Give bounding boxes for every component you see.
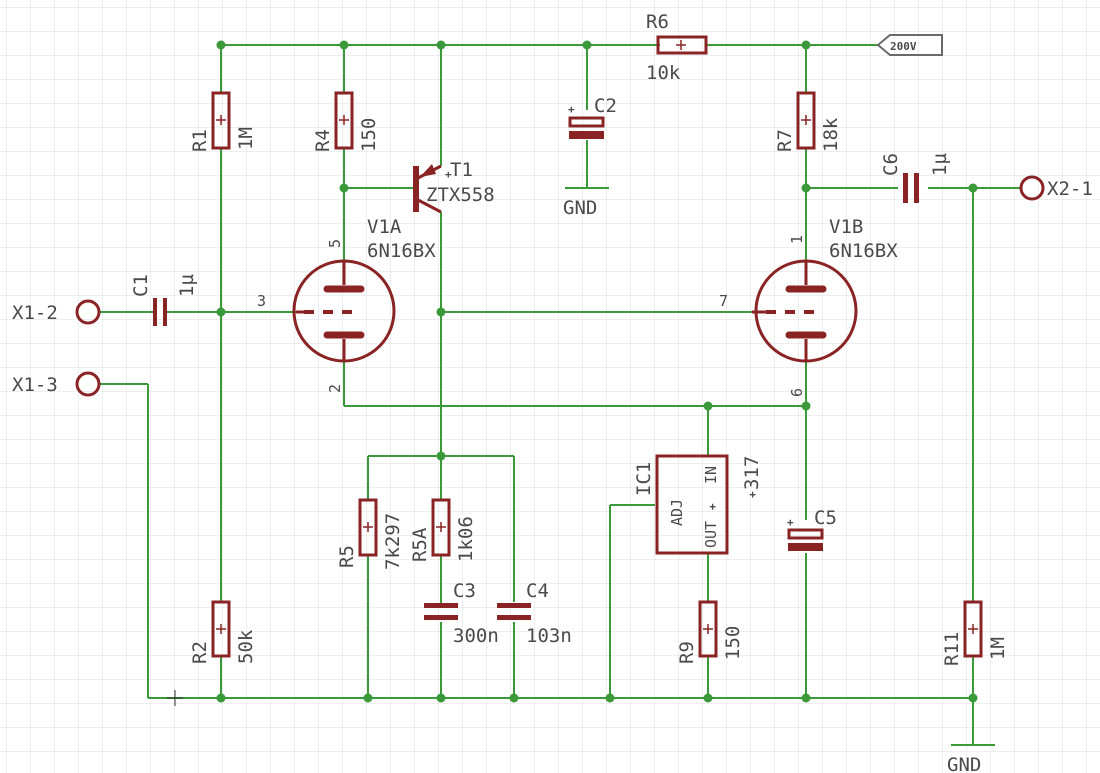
- c6-value: 1µ: [929, 153, 951, 176]
- resistor-r11[interactable]: R11 1M: [941, 600, 1009, 666]
- capacitor-c3[interactable]: C3 300n: [424, 580, 499, 647]
- resistor-r1[interactable]: R1 1M: [189, 91, 257, 152]
- r9-value: 150: [722, 626, 744, 660]
- supply-label-200v: 200V: [876, 34, 943, 56]
- v1a-pin-anode: 5: [326, 239, 344, 248]
- c4-value: 103n: [526, 625, 572, 647]
- ground-symbol-bottom: GND: [947, 744, 995, 773]
- capacitor-c4[interactable]: C4 103n: [497, 580, 572, 647]
- capacitor-c1[interactable]: C1 1µ: [130, 274, 198, 326]
- connector-x1-3[interactable]: X1-3: [12, 371, 101, 397]
- c5-label: C5: [814, 507, 837, 529]
- c3-label: C3: [453, 580, 476, 602]
- connector-x1-2[interactable]: X1-2: [12, 299, 101, 325]
- r5-value: 7k297: [382, 513, 404, 570]
- capacitor-c2[interactable]: + C2: [568, 95, 617, 139]
- v1a-pin-cathode: 2: [326, 384, 344, 393]
- ic1-pin-in: IN: [702, 466, 720, 484]
- r6-label: R6: [646, 11, 669, 33]
- v1a-label: V1A: [367, 216, 402, 238]
- capacitor-c5[interactable]: + C5: [787, 507, 837, 551]
- c6-label: C6: [880, 153, 902, 176]
- svg-text:+: +: [787, 516, 794, 529]
- junction-dots: [216, 40, 978, 703]
- ground-label-top: GND: [563, 197, 597, 219]
- ground-symbol-c2: GND: [563, 197, 597, 219]
- ic1-pin-adj: ADJ: [668, 499, 686, 526]
- ic1-value: 317: [741, 456, 763, 490]
- resistor-r4[interactable]: R4 150: [312, 91, 380, 152]
- cursor-crosshair: [167, 690, 183, 706]
- x1-3-label: X1-3: [12, 374, 58, 396]
- resistor-r5[interactable]: R5 7k297: [336, 498, 404, 570]
- tube-v1b[interactable]: V1B 6N16BX 1 7 6: [719, 216, 898, 397]
- r11-label: R11: [941, 632, 963, 666]
- r4-value: 150: [358, 118, 380, 152]
- c4-label: C4: [526, 580, 549, 602]
- svg-text:+: +: [746, 491, 759, 498]
- resistor-r7[interactable]: R7 18k: [774, 91, 842, 152]
- v1b-pin-grid: 7: [719, 292, 728, 310]
- supply-label-text: 200V: [890, 40, 917, 53]
- ic1-pin-out: OUT: [702, 521, 720, 548]
- v1b-value: 6N16BX: [829, 240, 898, 262]
- r5a-label: R5A: [409, 527, 431, 562]
- svg-text:+: +: [445, 168, 452, 181]
- resistor-r6[interactable]: R6 10k: [646, 11, 708, 84]
- resistor-r2[interactable]: R2 50k: [189, 600, 257, 664]
- t1-label: T1: [450, 159, 473, 181]
- resistor-r9[interactable]: R9 150: [676, 600, 744, 664]
- r7-value: 18k: [820, 117, 842, 152]
- ground-label-bottom: GND: [947, 754, 981, 773]
- r4-label: R4: [312, 129, 334, 152]
- regulator-ic1[interactable]: ADJ OUT IN + IC1 317 +: [633, 454, 763, 555]
- r2-value: 50k: [235, 629, 257, 664]
- svg-text:+: +: [568, 103, 575, 116]
- r7-label: R7: [774, 129, 796, 152]
- v1a-value: 6N16BX: [367, 240, 436, 262]
- v1b-label: V1B: [829, 216, 863, 238]
- c2-label: C2: [594, 95, 617, 117]
- t1-value: ZTX558: [426, 184, 495, 206]
- r5-label: R5: [336, 545, 358, 568]
- wires: [100, 44, 1020, 745]
- v1a-pin-grid: 3: [257, 292, 266, 310]
- transistor-t1[interactable]: + T1 ZTX558: [413, 159, 495, 214]
- x1-2-label: X1-2: [12, 302, 58, 324]
- svg-text:+: +: [706, 503, 719, 510]
- v1b-pin-cathode: 6: [788, 388, 806, 397]
- r6-value: 10k: [646, 62, 681, 84]
- c1-label: C1: [130, 274, 152, 297]
- resistor-r5a[interactable]: R5A 1k06: [409, 498, 477, 562]
- ic1-label: IC1: [633, 462, 655, 496]
- tube-v1a[interactable]: V1A 6N16BX 5 3 2: [257, 216, 436, 393]
- x2-1-label: X2-1: [1047, 178, 1093, 200]
- connector-x2-1[interactable]: X2-1: [1019, 175, 1093, 201]
- r11-value: 1M: [987, 637, 1009, 660]
- r2-label: R2: [189, 641, 211, 664]
- c3-value: 300n: [453, 625, 499, 647]
- r1-value: 1M: [235, 127, 257, 150]
- capacitor-c6[interactable]: C6 1µ: [880, 153, 951, 203]
- r1-label: R1: [189, 129, 211, 152]
- r9-label: R9: [676, 641, 698, 664]
- c1-value: 1µ: [176, 274, 198, 297]
- r5a-value: 1k06: [455, 516, 477, 562]
- v1b-pin-anode: 1: [788, 235, 806, 244]
